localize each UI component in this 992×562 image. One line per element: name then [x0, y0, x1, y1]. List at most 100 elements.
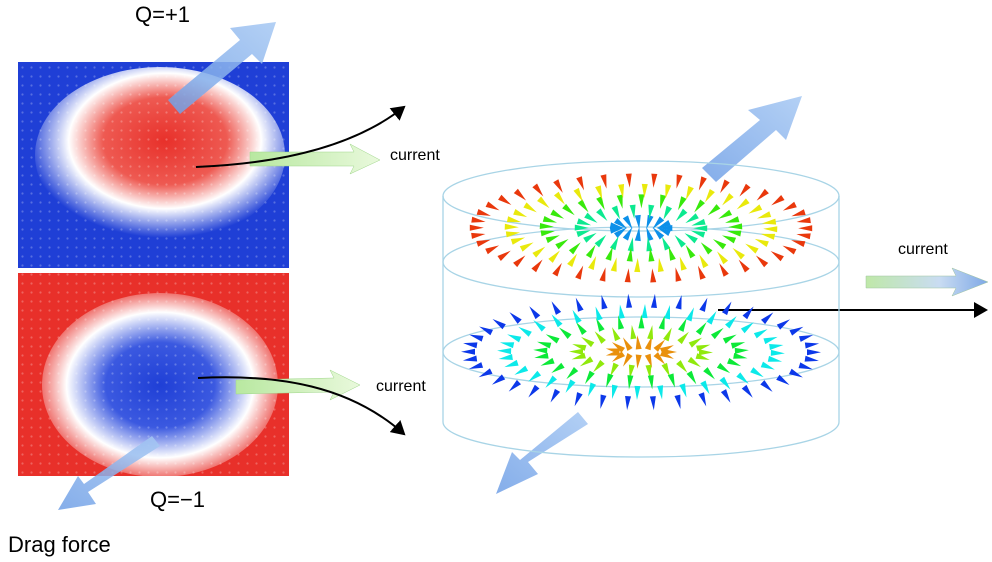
spin-cone [796, 217, 811, 224]
spin-cone [707, 204, 721, 216]
spin-cone [677, 331, 689, 345]
spin-cone [753, 329, 768, 339]
spin-cone [658, 315, 665, 330]
spin-cone [601, 295, 608, 310]
spin-cone [514, 365, 529, 375]
spin-cone [606, 373, 614, 388]
spin-cone [798, 362, 813, 370]
spin-cone [798, 334, 814, 342]
spin-cone [634, 214, 641, 230]
spin-cone [618, 304, 625, 319]
spin-cone [478, 368, 493, 378]
spin-cone [761, 218, 777, 225]
spin-cone [565, 379, 576, 393]
spin-cone [626, 247, 633, 262]
spin-cone [627, 237, 634, 252]
spin-cone [665, 184, 672, 199]
spin-cone [609, 227, 625, 234]
spin-cone [469, 334, 484, 342]
spin-cone [718, 209, 733, 219]
spin-cone [698, 349, 713, 356]
spin-cone [722, 334, 737, 344]
spin-cone [649, 396, 656, 411]
spin-cone [497, 348, 512, 355]
spin-cone [593, 359, 605, 373]
spin-cone [763, 336, 778, 345]
spin-cone [732, 247, 745, 260]
spin-cone [485, 201, 500, 211]
spin-cone [513, 255, 526, 268]
spin-cone [727, 230, 742, 237]
spin-cone [506, 216, 522, 223]
spin-cone [504, 223, 519, 230]
spin-cone [623, 337, 633, 352]
spin-cone [540, 230, 555, 237]
spin-cone [674, 394, 681, 409]
spin-cone [656, 220, 671, 229]
spin-cone [584, 370, 595, 385]
spin-cone [679, 383, 687, 398]
spin-cone [696, 344, 711, 352]
spin-cone [663, 327, 672, 342]
spin-cone [695, 322, 707, 336]
spin-cone [730, 342, 746, 349]
spin-cone [645, 364, 652, 380]
spin-cone [657, 385, 664, 400]
spin-cone [542, 215, 558, 223]
spin-cone [622, 227, 633, 241]
spin-cone [613, 227, 628, 238]
spin-cone [551, 314, 563, 328]
spin-cone [716, 362, 731, 374]
spin-cone [595, 185, 603, 200]
spin-cone [736, 372, 749, 384]
spin-cone [710, 327, 724, 340]
spin-cone [644, 353, 653, 368]
spin-cone [703, 367, 715, 380]
spin-cone [755, 255, 769, 268]
spin-cone [719, 263, 729, 277]
spin-cone [647, 375, 654, 390]
spin-cone [694, 199, 706, 213]
spin-cone [677, 196, 687, 211]
spin-cone [717, 251, 729, 265]
spin-cone [641, 183, 648, 198]
spin-cone [529, 306, 541, 320]
spin-cone [798, 225, 813, 232]
spin-cone [807, 349, 821, 356]
spin-cone [770, 349, 785, 356]
spin-cone [600, 394, 607, 409]
spin-cone [695, 353, 710, 361]
spin-cone [476, 208, 491, 216]
spin-cone [552, 262, 562, 277]
spin-cone [595, 317, 605, 332]
spin-cone [612, 327, 621, 342]
spin-cone [738, 259, 750, 273]
spin-cone [748, 204, 763, 214]
spin-cone [659, 345, 674, 354]
spin-cone [583, 232, 597, 243]
spin-cone [760, 312, 774, 325]
skyrmion-layer-bottom [461, 293, 821, 411]
spin-cone [725, 316, 737, 329]
spin-cone [568, 242, 581, 255]
spin-cone [519, 242, 534, 252]
spin-cone [652, 227, 665, 240]
spin-cone [698, 392, 707, 407]
spin-cone [648, 204, 655, 219]
spin-cone [518, 326, 532, 337]
spin-cone [550, 209, 565, 219]
spin-cone [688, 337, 703, 348]
spin-cone [584, 212, 598, 223]
spin-cone [782, 201, 797, 211]
spin-cone [697, 265, 706, 280]
spin-cone [509, 312, 522, 324]
spin-cone [712, 239, 727, 250]
spin-cone [577, 199, 589, 213]
spin-cone [616, 194, 623, 209]
spin-cone [740, 322, 754, 334]
spin-cone [742, 306, 754, 320]
spin-cone [634, 226, 641, 242]
spin-cone [605, 246, 613, 261]
spin-cone [675, 295, 682, 310]
spin-cone [658, 225, 673, 231]
